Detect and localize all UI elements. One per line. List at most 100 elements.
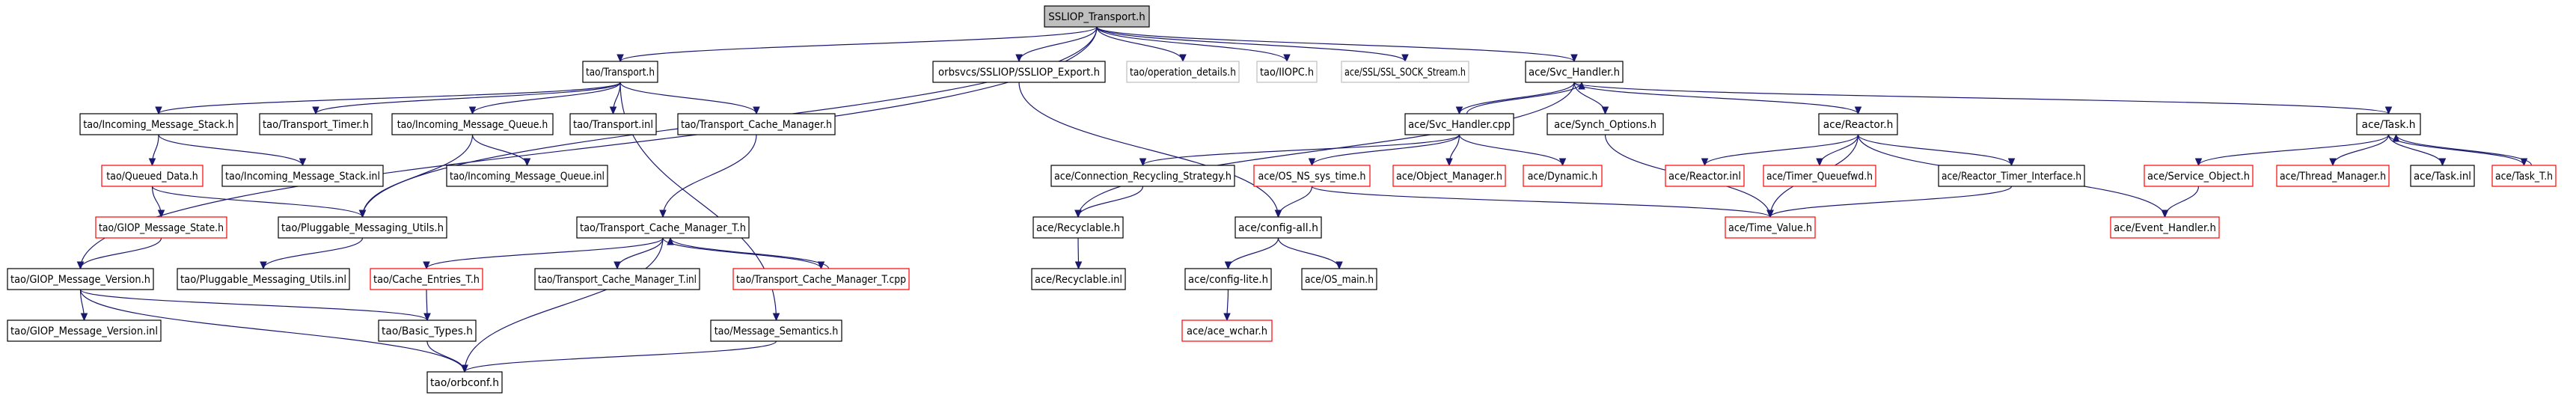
node-label: tao/GIOP_Message_Version.inl: [10, 325, 158, 337]
edge-line: [2387, 134, 2525, 166]
node-tao-transport-inl[interactable]: tao/Transport.inl: [569, 113, 657, 135]
node-tao-transport-cache-manager-t-cpp[interactable]: tao/Transport_Cache_Manager_T.cpp: [732, 268, 910, 290]
edge-svc-handler-to-svc-handler-cpp: [1455, 82, 1575, 115]
node-tao-operation-details-h[interactable]: tao/operation_details.h: [1126, 61, 1240, 83]
node-tao-incoming-message-stack-inl[interactable]: tao/Incoming_Message_Stack.inl: [221, 165, 384, 187]
node-tao-iiopc-h[interactable]: tao/IIOPC.h: [1256, 61, 1318, 83]
edge-arrowhead: [2384, 106, 2393, 115]
edge-task-to-thread-manager: [2329, 134, 2390, 167]
node-tao-orbconf-h[interactable]: tao/orbconf.h: [426, 371, 503, 394]
node-label: tao/Transport_Cache_Manager_T.cpp: [736, 274, 906, 286]
node-label: ace/Reactor.h: [1823, 119, 1894, 131]
edge-line: [617, 237, 664, 269]
node-ace-connection-recycling-strategy-h[interactable]: ace/Connection_Recycling_Strategy.h: [1050, 165, 1235, 187]
edge-layer: [76, 26, 2533, 373]
edge-svc-handler-cpp-to-ace-dynamic: [1458, 134, 1567, 167]
node-ace-os-main-h[interactable]: ace/OS_main.h: [1301, 268, 1377, 290]
node-tao-transport-cache-manager-h[interactable]: tao/Transport_Cache_Manager.h: [677, 113, 836, 135]
edge-line: [1096, 26, 1184, 62]
node-ace-task-t-h[interactable]: ace/Task_T.h: [2491, 165, 2557, 187]
edge-tcm-to-tcm-t: [659, 134, 757, 218]
node-label: ace/ace_wchar.h: [1187, 325, 1267, 337]
node-ace-config-lite-h[interactable]: ace/config-lite.h: [1184, 268, 1272, 290]
node-orbsvcs-ssliop-ssliop-export-h[interactable]: orbsvcs/SSLIOP/SSLIOP_Export.h: [932, 61, 1106, 83]
node-ace-svc-handler-cpp[interactable]: ace/Svc_Handler.cpp: [1404, 113, 1514, 135]
node-ace-object-manager-h[interactable]: ace/Object_Manager.h: [1392, 165, 1506, 187]
node-ace-ace-wchar-h[interactable]: ace/ace_wchar.h: [1181, 319, 1273, 342]
node-tao-pluggable-messaging-utils-h[interactable]: tao/Pluggable_Messaging_Utils.h: [278, 216, 447, 239]
node-ace-reactor-inl[interactable]: ace/Reactor.inl: [1665, 165, 1745, 187]
node-tao-transport-h[interactable]: tao/Transport.h: [582, 61, 658, 83]
node-box: [221, 165, 384, 187]
node-tao-transport-timer-h[interactable]: tao/Transport_Timer.h: [259, 113, 373, 135]
edge-line: [1227, 237, 1279, 269]
node-tao-transport-cache-manager-t-inl[interactable]: tao/Transport_Cache_Manager_T.inl: [534, 268, 700, 290]
node-tao-giop-message-version-h[interactable]: tao/GIOP_Message_Version.h: [7, 268, 154, 290]
node-ssliop-transport-h[interactable]: SSLIOP_Transport.h: [1044, 5, 1150, 28]
node-tao-incoming-message-queue-h[interactable]: tao/Incoming_Message_Queue.h: [391, 113, 554, 135]
node-label: ace/Time_Value.h: [1728, 222, 1812, 234]
node-label: ace/OS_NS_sys_time.h: [1258, 171, 1366, 183]
node-ace-synch-options-h[interactable]: ace/Synch_Options.h: [1546, 113, 1664, 135]
edge-ssliop-export-to-config-all: [1018, 82, 1282, 218]
node-box: [1235, 216, 1322, 239]
edge-pluggable-to-pluggable-inl: [260, 237, 364, 270]
node-ace-reactor-timer-interface-h[interactable]: ace/Reactor_Timer_Interface.h: [1938, 165, 2085, 187]
edge-arrowhead: [1816, 158, 1823, 167]
node-ace-time-value-h[interactable]: ace/Time_Value.h: [1725, 216, 1816, 239]
node-label: orbsvcs/SSLIOP/SSLIOP_Export.h: [938, 67, 1100, 79]
edge-line: [1018, 26, 1098, 62]
node-box: [7, 319, 162, 342]
edge-arrowhead: [523, 158, 531, 167]
edge-line: [670, 237, 830, 269]
node-ace-timer-queuefwd-h[interactable]: ace/Timer_Queuefwd.h: [1763, 165, 1876, 187]
edge-root-to-tao-transport: [617, 26, 1098, 63]
node-tao-message-semantics-h[interactable]: tao/Message_Semantics.h: [710, 319, 842, 342]
node-ace-os-ns-sys-time-h[interactable]: ace/OS_NS_sys_time.h: [1253, 165, 1371, 187]
node-ace-ssl-ssl-sock-stream-h[interactable]: ace/SSL/SSL_SOCK_Stream.h: [1341, 61, 1469, 83]
node-label: ace/Recyclable.h: [1036, 222, 1120, 234]
node-tao-pluggable-messaging-utils-inl[interactable]: tao/Pluggable_Messaging_Utils.inl: [177, 268, 350, 290]
node-box: [534, 268, 700, 290]
node-ace-dynamic-h[interactable]: ace/Dynamic.h: [1523, 165, 1603, 187]
edge-arrowhead: [468, 106, 477, 115]
node-ace-event-handler-h[interactable]: ace/Event_Handler.h: [2110, 216, 2220, 239]
edge-basic-types-to-orbconf: [426, 340, 468, 373]
node-tao-queued-data-h[interactable]: tao/Queued_Data.h: [101, 165, 204, 187]
node-ace-config-all-h[interactable]: ace/config-all.h: [1235, 216, 1322, 239]
node-ace-service-object-h[interactable]: ace/Service_Object.h: [2144, 165, 2254, 187]
node-ace-thread-manager-h[interactable]: ace/Thread_Manager.h: [2276, 165, 2390, 187]
node-ace-recyclable-h[interactable]: ace/Recyclable.h: [1032, 216, 1124, 239]
node-ace-svc-handler-h[interactable]: ace/Svc_Handler.h: [1525, 61, 1624, 83]
edge-line: [1142, 134, 1460, 166]
node-tao-incoming-message-stack-h[interactable]: tao/Incoming_Message_Stack.h: [79, 113, 238, 135]
node-tao-incoming-message-queue-inl[interactable]: tao/Incoming_Message_Queue.inl: [446, 165, 608, 187]
edge-os-ns-sys-time-to-config-all: [1274, 186, 1313, 218]
node-label: tao/Transport_Cache_Manager.h: [681, 119, 832, 131]
edge-line: [79, 289, 465, 373]
edge-svc-handler-to-synch-options: [1573, 82, 1609, 115]
node-ace-recyclable-inl[interactable]: ace/Recyclable.inl: [1031, 268, 1126, 290]
node-tao-transport-cache-manager-t-h[interactable]: tao/Transport_Cache_Manager_T.h: [576, 216, 750, 239]
node-label: ace/config-all.h: [1238, 222, 1318, 234]
edge-line: [662, 134, 757, 218]
node-label: ace/Event_Handler.h: [2114, 222, 2216, 234]
node-tao-giop-message-state-h[interactable]: tao/GIOP_Message_State.h: [95, 216, 227, 239]
node-tao-cache-entries-t-h[interactable]: tao/Cache_Entries_T.h: [370, 268, 483, 290]
edge-line: [1573, 82, 1859, 114]
node-ace-reactor-h[interactable]: ace/Reactor.h: [1818, 113, 1898, 135]
edge-reactor-to-reactor-inl: [1701, 134, 1859, 167]
node-box: [1523, 165, 1603, 187]
node-ace-task-inl[interactable]: ace/Task.inl: [2410, 165, 2475, 187]
edge-root-to-ssl-sock: [1096, 26, 1409, 63]
node-box: [1253, 165, 1371, 187]
node-tao-giop-message-version-inl[interactable]: tao/GIOP_Message_Version.inl: [7, 319, 162, 342]
node-box: [732, 268, 910, 290]
node-tao-basic-types-h[interactable]: tao/Basic_Types.h: [378, 319, 477, 342]
edge-arrowhead: [1015, 54, 1023, 63]
edge-tao-transport-to-transport-timer: [312, 82, 621, 115]
node-box: [177, 268, 350, 290]
node-ace-task-h[interactable]: ace/Task.h: [2356, 113, 2421, 135]
edge-config-lite-to-ace-wchar: [1223, 289, 1231, 322]
edge-tcm-t-to-tcm-t-cpp: [662, 237, 825, 270]
